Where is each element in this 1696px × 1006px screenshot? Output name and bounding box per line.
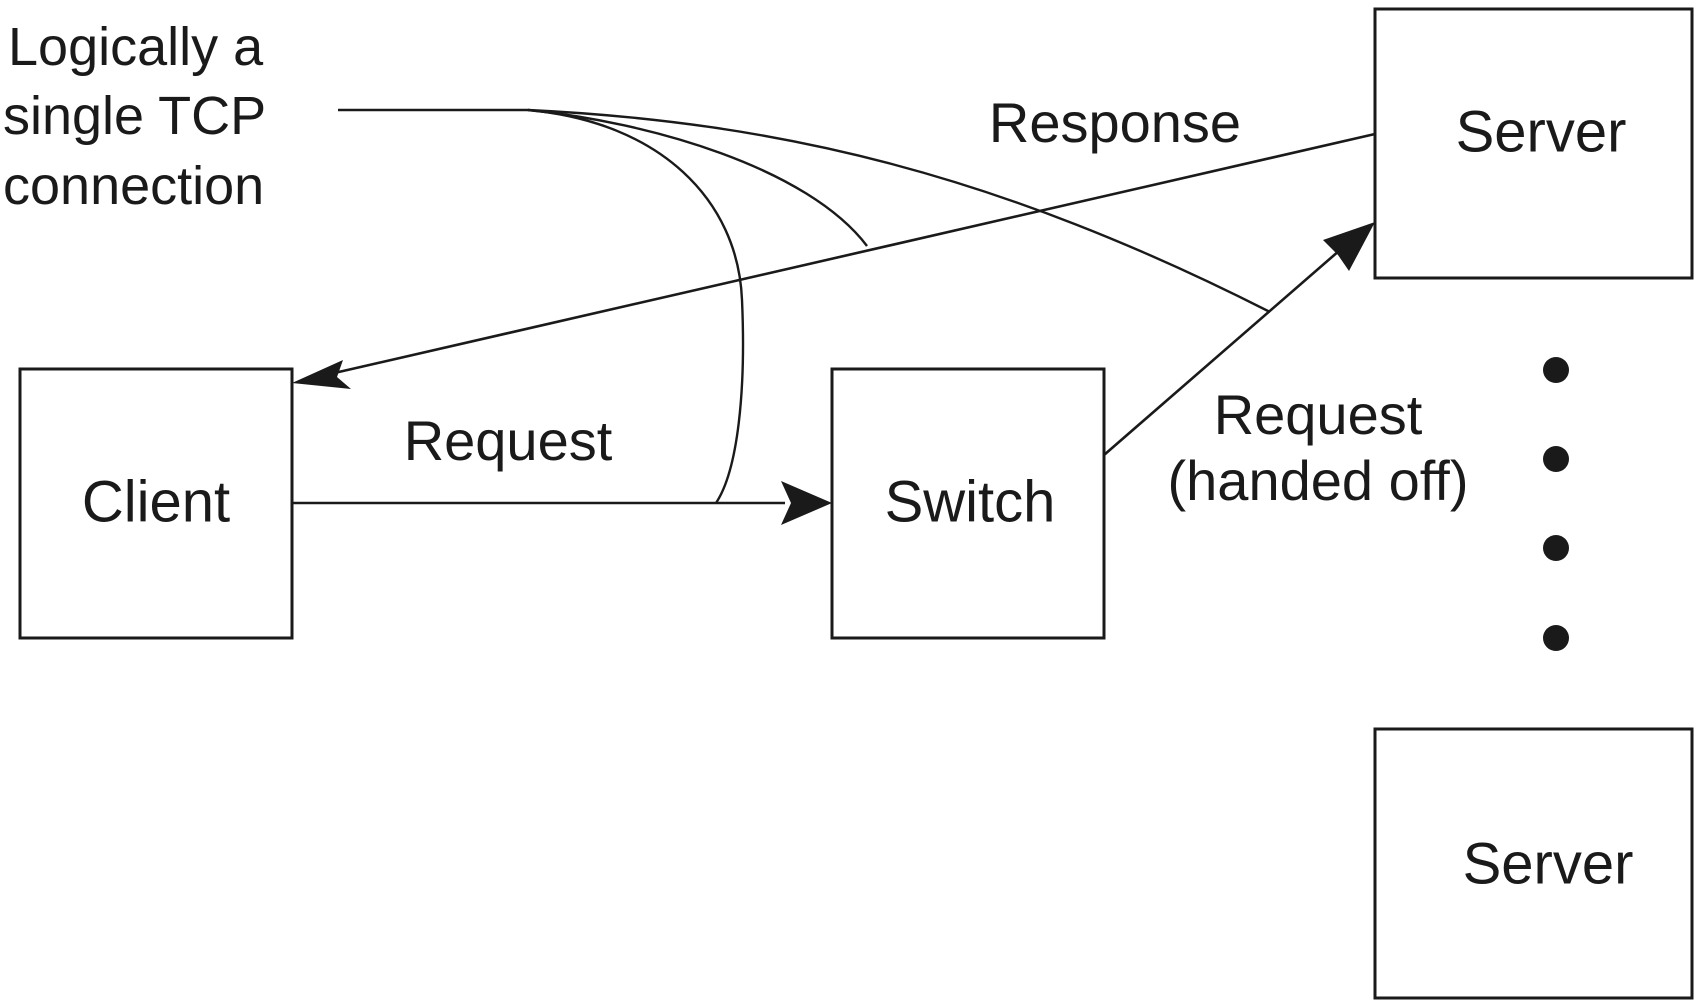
callout-label-line3: connection [3, 156, 264, 216]
server-bottom-node: Server [1373, 727, 1694, 1000]
ellipsis-dot [1543, 535, 1569, 561]
callout-curve-request [527, 108, 745, 504]
handoff-line [1103, 249, 1341, 456]
response-line [329, 132, 1376, 376]
callout-curve-response [527, 108, 868, 247]
handoff-label-line2: (handed off) [1168, 449, 1469, 512]
ellipsis-dot [1543, 446, 1569, 472]
ellipsis-dot [1543, 357, 1569, 383]
client-box [18, 367, 294, 640]
request-edge: Request [292, 409, 832, 525]
client-label: Client [82, 469, 230, 534]
handoff-label-line1: Request [1214, 383, 1423, 446]
server-top-label: Server [1456, 99, 1627, 164]
more-servers-ellipsis [1543, 357, 1569, 651]
handoff-arrowhead [1323, 222, 1375, 271]
tcp-connection-callout: Logically a single TCP connection [3, 17, 1271, 504]
callout-curve-handoff [527, 108, 1271, 314]
handoff-edge: Request (handed off) [1103, 222, 1469, 512]
response-label: Response [989, 91, 1241, 154]
server-bottom-label: Server [1463, 831, 1634, 896]
switch-node: Switch [830, 367, 1106, 640]
request-label: Request [404, 409, 613, 472]
response-edge: Response [292, 91, 1376, 389]
callout-label-line1: Logically a [8, 17, 264, 77]
request-arrowhead [781, 481, 832, 525]
switch-label: Switch [885, 469, 1056, 534]
response-arrowhead [292, 360, 351, 389]
callout-label-line2: single TCP [3, 86, 266, 146]
server-bottom-box [1373, 727, 1694, 1000]
client-node: Client [18, 367, 294, 640]
server-top-box [1373, 7, 1694, 280]
server-top-node: Server [1373, 7, 1694, 280]
ellipsis-dot [1543, 625, 1569, 651]
switch-box [830, 367, 1106, 640]
